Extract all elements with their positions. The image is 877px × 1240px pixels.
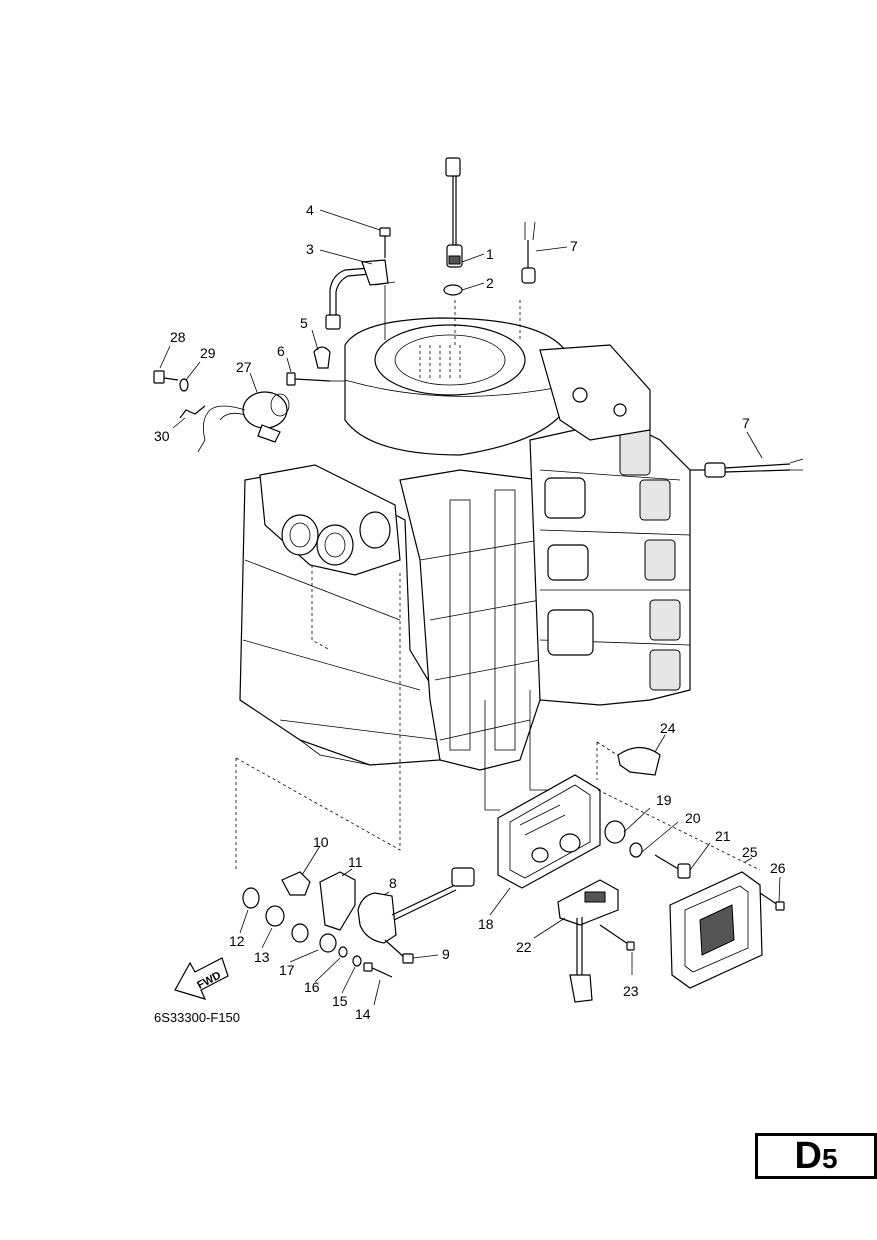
callout-2: 2 (486, 275, 494, 291)
callout-9: 9 (442, 946, 450, 962)
part-16-washer (338, 946, 348, 958)
part-11-bracket (319, 871, 356, 931)
part-3-bracket (325, 259, 396, 330)
page-badge: D 5 (755, 1133, 877, 1179)
page-badge-letter: D (794, 1135, 822, 1177)
part-30-bracket (179, 405, 206, 419)
part-15-washer (352, 955, 362, 967)
part-6-bolt (286, 372, 345, 386)
part-13-grommet (265, 905, 285, 927)
callout-1: 1 (486, 246, 494, 262)
drawing-code: 6S33300-F150 (154, 1010, 240, 1025)
callout-12: 12 (229, 933, 245, 949)
part-2-washer (443, 284, 463, 296)
callout-8: 8 (389, 875, 397, 891)
part-14-screw (363, 962, 393, 978)
part-12-collar (242, 887, 260, 909)
leader-dashed-left (235, 570, 401, 870)
callout-19: 19 (656, 792, 672, 808)
part-24-clamp (617, 746, 661, 776)
callout-28: 28 (170, 329, 186, 345)
page-badge-number: 5 (821, 1143, 838, 1174)
callout-18: 18 (478, 916, 494, 932)
leader-dashed-right (596, 741, 761, 871)
part-20-collar (629, 842, 643, 858)
part-22-sensor-bracket (557, 879, 619, 1003)
callout-13: 13 (254, 949, 270, 965)
callout-10: 10 (313, 834, 329, 850)
callout-30: 30 (154, 428, 170, 444)
part-27-coil (197, 391, 290, 453)
callout-5: 5 (300, 315, 308, 331)
part-29-washer (179, 378, 189, 392)
callout-4: 4 (306, 202, 314, 218)
part-5-clamp (313, 346, 331, 369)
part-8-sensor (357, 867, 475, 944)
part-7-right-sensor (690, 458, 804, 478)
callout-17: 17 (279, 962, 295, 978)
callout-21: 21 (715, 828, 731, 844)
part-7-top-sensor (521, 221, 536, 284)
callout-23: 23 (623, 983, 639, 999)
part-26-screw (759, 892, 785, 911)
callout-7-right: 7 (742, 415, 750, 431)
part-10-lever (281, 871, 311, 896)
callout-20: 20 (685, 810, 701, 826)
callout-7-top: 7 (570, 238, 578, 254)
callout-6: 6 (277, 343, 285, 359)
callout-numbers: 1 2 3 4 5 6 7 7 8 9 10 11 12 13 14 15 16… (154, 202, 786, 1022)
callout-22: 22 (516, 939, 532, 955)
callout-3: 3 (306, 241, 314, 257)
part-17-washer-large (319, 933, 337, 953)
callout-16: 16 (304, 979, 320, 995)
part-25-gasket-plate (669, 871, 763, 989)
part-9-bolt (384, 939, 414, 964)
engine-block (239, 300, 691, 771)
callout-11: 11 (348, 854, 363, 870)
callout-14: 14 (355, 1006, 371, 1022)
part-4-bolt (379, 227, 391, 258)
forward-arrow: FWD (174, 957, 229, 1000)
callout-24: 24 (660, 720, 676, 736)
leader-drop-18 (484, 700, 500, 811)
part-17-washer (291, 923, 309, 943)
part-1-sender (445, 157, 463, 268)
part-19-grommet (604, 820, 626, 844)
callout-27: 27 (236, 359, 252, 375)
part-23-screw (599, 924, 635, 951)
part-21-bolt (654, 854, 691, 879)
leader-lines (159, 209, 781, 1006)
callout-29: 29 (200, 345, 216, 361)
part-18-cover-block (497, 774, 601, 889)
callout-25: 25 (742, 844, 758, 860)
part-28-bolt (153, 370, 179, 384)
callout-15: 15 (332, 993, 348, 1009)
callout-26: 26 (770, 860, 786, 876)
